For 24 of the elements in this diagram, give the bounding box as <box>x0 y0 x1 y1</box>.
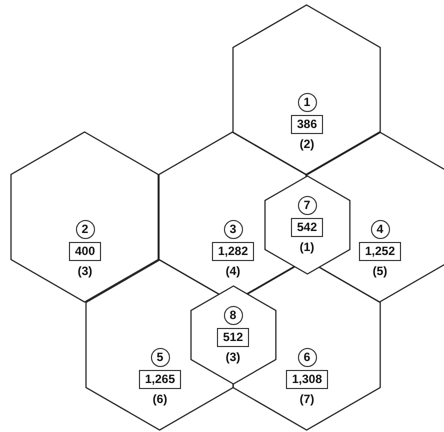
cell-value: 542 <box>290 218 323 237</box>
parenthetical-number: (4) <box>226 264 240 278</box>
parenthetical-number: (7) <box>300 392 314 406</box>
cell-value: 386 <box>290 115 323 134</box>
circled-number: 2 <box>75 220 94 239</box>
circled-number: 4 <box>370 220 390 239</box>
cell-value: 512 <box>216 328 249 347</box>
circled-number: 5 <box>150 348 170 367</box>
circled-number: 3 <box>223 220 242 239</box>
circled-number: 6 <box>297 348 316 367</box>
cell-value: 1,252 <box>358 242 401 261</box>
cell-value: 400 <box>68 242 101 261</box>
cell-value: 1,282 <box>212 242 254 261</box>
circled-number: 7 <box>297 196 316 215</box>
parenthetical-number: (6) <box>152 392 168 406</box>
cell-value: 1,265 <box>138 370 181 389</box>
parenthetical-number: (5) <box>372 264 388 278</box>
parenthetical-number: (1) <box>300 240 314 254</box>
parenthetical-number: (3) <box>226 350 240 364</box>
circled-number: 1 <box>297 93 316 112</box>
parenthetical-number: (3) <box>78 264 92 278</box>
circled-number: 8 <box>223 306 242 325</box>
cell-value: 1,308 <box>286 370 328 389</box>
parenthetical-number: (2) <box>300 137 314 151</box>
